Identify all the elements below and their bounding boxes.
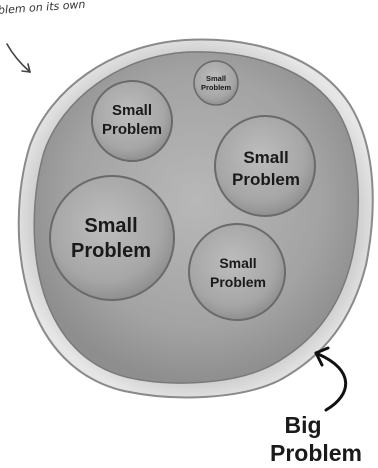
small-problem-label: Problem [201, 83, 231, 92]
caption-fragment: blem on its own [0, 0, 86, 17]
arrow-icon [7, 44, 30, 72]
small-problem-label: Problem [71, 240, 151, 262]
small-problem-node: Small Problem [215, 116, 315, 216]
small-problem-label: Small [112, 102, 152, 119]
small-problem-label: Small [84, 215, 137, 237]
small-problem-label: Problem [102, 121, 162, 138]
small-problem-node: Small Problem [194, 61, 238, 105]
big-problem-label: Problem [270, 440, 362, 466]
small-problem-node: Small Problem [189, 224, 285, 320]
small-problem-label: Problem [232, 170, 300, 189]
small-problem-label: Problem [210, 274, 266, 290]
big-problem-label: Big [284, 412, 321, 438]
small-problem-label: Small [219, 255, 256, 271]
curved-arrow-icon [316, 348, 346, 410]
small-problem-label: Small [243, 148, 288, 167]
small-problem-label: Small [206, 74, 226, 83]
small-problem-node: Small Problem [92, 81, 172, 161]
small-problem-node: Small Problem [50, 176, 174, 300]
